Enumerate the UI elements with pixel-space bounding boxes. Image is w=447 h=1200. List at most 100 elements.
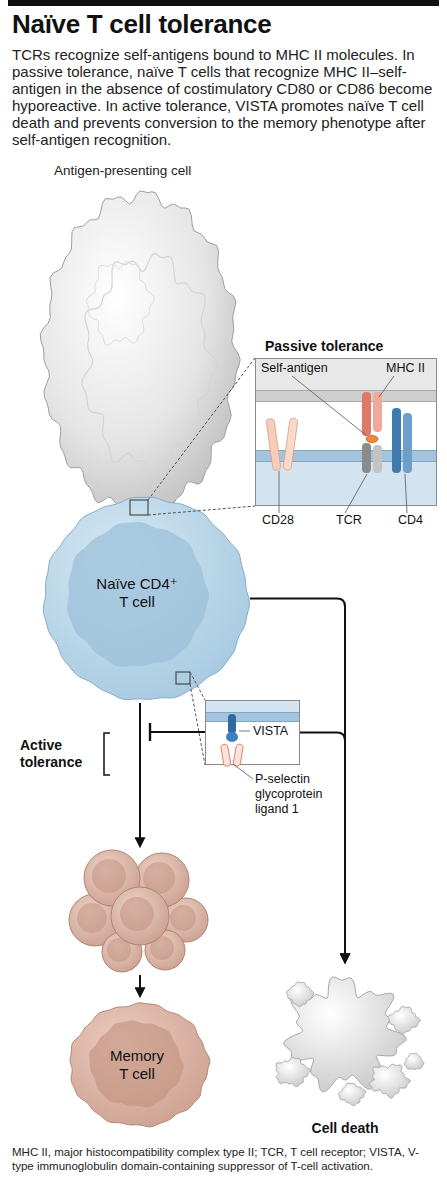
- t-cell-nucleus: [67, 522, 209, 667]
- antigen-presenting-cell: Antigen-presenting cell: [40, 163, 245, 515]
- cell-nucleus: [120, 897, 154, 931]
- cell-fragment: [276, 1058, 311, 1087]
- proliferating-cell: [164, 898, 208, 942]
- inhibition-line: [150, 731, 205, 733]
- inset-border: [206, 701, 300, 765]
- proliferating-cell: [145, 930, 185, 970]
- memory-cell-body: [70, 1003, 210, 1127]
- proliferating-cell: [102, 932, 142, 972]
- proliferating-cell: [135, 853, 189, 907]
- dead-cell: Cell death: [262, 962, 428, 1140]
- cell-label: Memory T cell: [106, 1047, 168, 1083]
- memory-cell-nucleus: [89, 1021, 184, 1108]
- vista-molecule: [226, 732, 238, 742]
- leader-line: [279, 376, 407, 513]
- memory-t-cell: Memory T cell: [68, 1002, 210, 1128]
- self-antigen: [366, 436, 378, 443]
- synapse-gap: [255, 402, 437, 450]
- cell-label: Cell death: [262, 1120, 428, 1137]
- footnote: MHC II, major histocompatibility complex…: [12, 1146, 437, 1173]
- cd4-molecule: [403, 413, 412, 473]
- cell-fragment: [338, 1083, 365, 1106]
- node-shape: [255, 338, 437, 506]
- t-cell-membrane: [255, 450, 437, 462]
- leader-line: [233, 731, 253, 779]
- part-label: TCR: [336, 513, 381, 528]
- mhc-ii-molecule: [362, 392, 371, 436]
- cell-fragment: [404, 1053, 424, 1069]
- part-label: MHC II: [386, 361, 441, 376]
- bracket: [104, 733, 110, 775]
- cell-label: Antigen-presenting cell: [54, 163, 244, 179]
- cell-nucleus: [143, 862, 175, 894]
- node-shape: [40, 163, 245, 515]
- cd4-molecule: [392, 408, 401, 473]
- naive-t-cell: Naïve CD4⁺ T cell: [42, 495, 250, 702]
- tcr-molecule: [373, 445, 382, 473]
- membrane-edge: [255, 391, 437, 402]
- membrane-edge: [205, 713, 300, 722]
- node-shape: [68, 1002, 210, 1128]
- connector-arrow: [300, 733, 345, 963]
- t-cell-body: [43, 497, 249, 699]
- psgl1-molecule: [220, 744, 231, 767]
- vista-molecule: [228, 714, 236, 734]
- mhc-ii-molecule: [373, 392, 382, 432]
- cell-fragment: [388, 1007, 420, 1034]
- zoom-inset: VISTAP-selectin glycoprotein ligand 1: [205, 700, 300, 765]
- part-label: Self-antigen: [261, 361, 341, 376]
- node-shape: [42, 495, 250, 702]
- figure-caption: TCRs recognize self-antigens bound to MH…: [12, 46, 437, 148]
- proliferating-cell: [69, 894, 121, 946]
- pathway-arrow: [139, 703, 141, 846]
- apc-texture: [87, 262, 155, 346]
- pathway-arrow: [139, 975, 141, 996]
- bracket-label: Active tolerance: [20, 737, 100, 771]
- node-shape: [262, 962, 428, 1140]
- t-cell-cytoplasm: [255, 462, 437, 506]
- apc-texture: [82, 254, 216, 479]
- cell-nucleus: [170, 905, 196, 931]
- membrane-edge: [255, 451, 437, 462]
- zoom-square: [176, 672, 190, 684]
- t-cell-membrane: [205, 712, 300, 722]
- proliferating-cell: [111, 887, 169, 945]
- molecule-label: P-selectin glycoprotein ligand 1: [255, 772, 350, 817]
- cd28-molecule: [283, 418, 298, 471]
- zoom-square: [130, 500, 148, 515]
- zoom-leader: [190, 672, 205, 765]
- t-cell-cytoplasm: [205, 700, 300, 712]
- node-shape: [205, 700, 300, 765]
- proliferating-cell: [84, 850, 140, 906]
- inset-border: [256, 359, 437, 506]
- molecule-label: VISTA: [253, 724, 299, 739]
- apc-cytoplasm: [255, 358, 437, 390]
- cell-fragment: [284, 977, 407, 1092]
- figure-title: Naïve T cell tolerance: [12, 9, 437, 39]
- inset-heading: Passive tolerance: [265, 338, 437, 355]
- connector-arrow: [250, 599, 345, 963]
- cell-nucleus: [107, 938, 131, 962]
- cd28-molecule: [266, 418, 281, 471]
- zoom-leader: [148, 358, 255, 515]
- cell-nucleus: [150, 936, 174, 960]
- part-label: CD28: [262, 513, 307, 528]
- cell-fragment: [287, 982, 314, 1007]
- zoom-inset: Passive tolerance: [255, 338, 437, 506]
- psgl1-molecule: [233, 744, 244, 767]
- tcr-molecule: [362, 443, 371, 473]
- cell-nucleus: [77, 903, 107, 933]
- apc-membrane: [255, 390, 437, 402]
- top-rule: [8, 0, 439, 6]
- cell-nucleus: [92, 859, 126, 893]
- cell-fragment: [369, 1064, 410, 1098]
- part-label: CD4: [398, 513, 443, 528]
- inhibition-bar: [149, 723, 151, 741]
- cell-label: Naïve CD4⁺ T cell: [94, 575, 180, 611]
- extracellular-space: [205, 722, 300, 765]
